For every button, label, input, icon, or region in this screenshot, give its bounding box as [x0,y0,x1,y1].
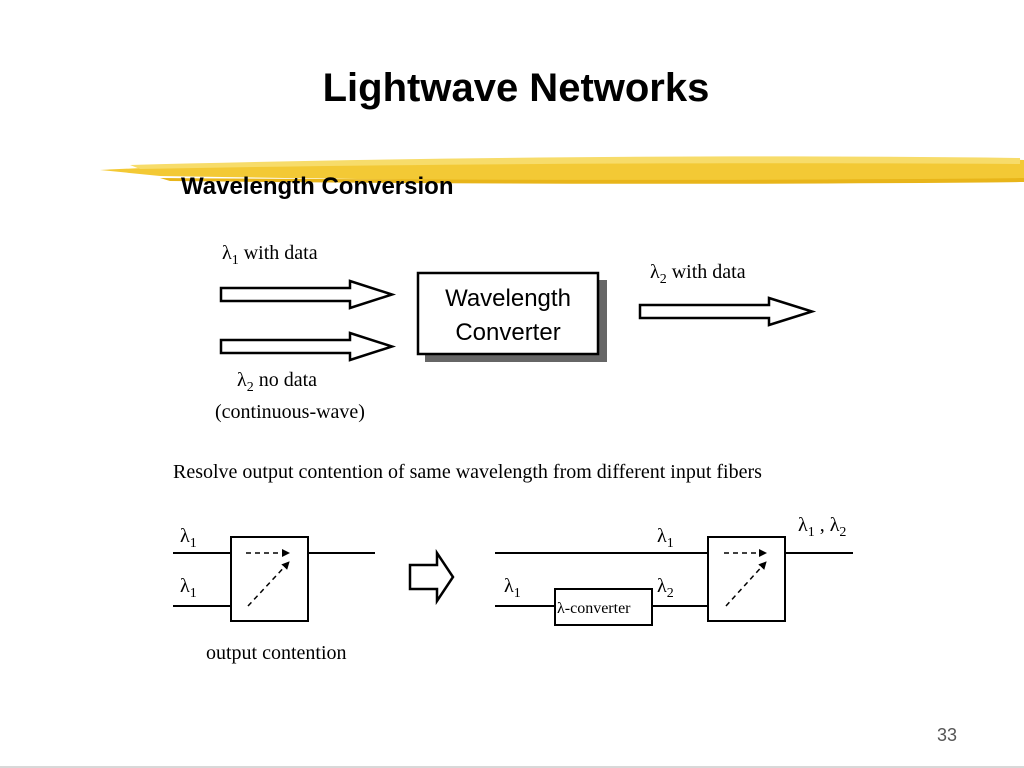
contention-switch [173,536,375,622]
wavelength-converter-box: Wavelength Converter [416,271,607,362]
output-contention-caption: output contention [206,642,347,664]
switch-path-diagonal [247,561,290,607]
contention-input2-label: λ1 [180,575,197,601]
transition-arrow [408,548,455,606]
converter-label-line1: Wavelength [445,285,571,312]
converted-wavelength-label: λ2 [657,575,674,601]
contention-caption: Resolve output contention of same wavele… [173,461,762,483]
slide-subtitle: Wavelength Conversion [181,173,453,200]
lambda-converter-label: λ-converter [557,600,631,617]
slide-title: Lightwave Networks [323,66,710,110]
lambda-converter-box: λ-converter [554,588,653,626]
converter-switch [495,536,853,622]
input-label-lambda1-with-data: λ1 with data [222,242,318,268]
output-arrow-lambda2 [638,296,817,327]
brush-stroke-decoration [100,156,1024,184]
switch2-path-diagonal [725,561,767,607]
contention-input1-label: λ1 [180,525,197,551]
converter-lower-input-label: λ1 [504,575,521,601]
converter-output-label: λ1 , λ2 [798,514,846,540]
input-arrow-lambda2 [219,331,397,362]
page-number: 33 [937,725,957,745]
input-arrow-lambda1 [219,279,397,310]
input-label-continuous-wave: (continuous-wave) [215,401,365,423]
input-label-lambda2-no-data: λ2 no data [237,369,317,395]
converter-label-line2: Converter [455,319,560,346]
converter-upper-input-label: λ1 [657,525,674,551]
output-label-lambda2-with-data: λ2 with data [650,261,746,287]
